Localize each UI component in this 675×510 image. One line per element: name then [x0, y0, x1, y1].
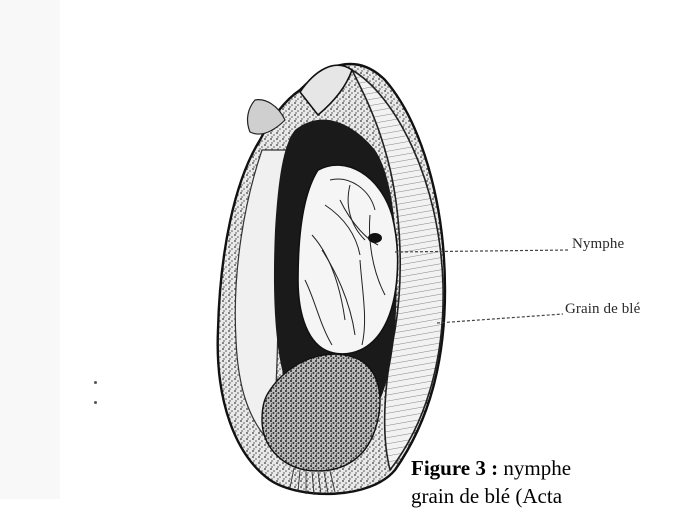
- figure-caption-label: Figure 3 :: [411, 456, 498, 480]
- figure-caption-line2: grain de blé (Acta: [411, 482, 571, 510]
- nymphe-pupa: [298, 165, 398, 354]
- figure-caption-text: nymphe: [503, 456, 571, 480]
- grain-label: Grain de blé: [565, 301, 640, 318]
- scan-speck: [94, 401, 97, 404]
- figure-caption: Figure 3 : nymphe grain de blé (Acta: [411, 454, 571, 510]
- scan-speck: [94, 381, 97, 384]
- nymphe-label: Nymphe: [572, 236, 624, 253]
